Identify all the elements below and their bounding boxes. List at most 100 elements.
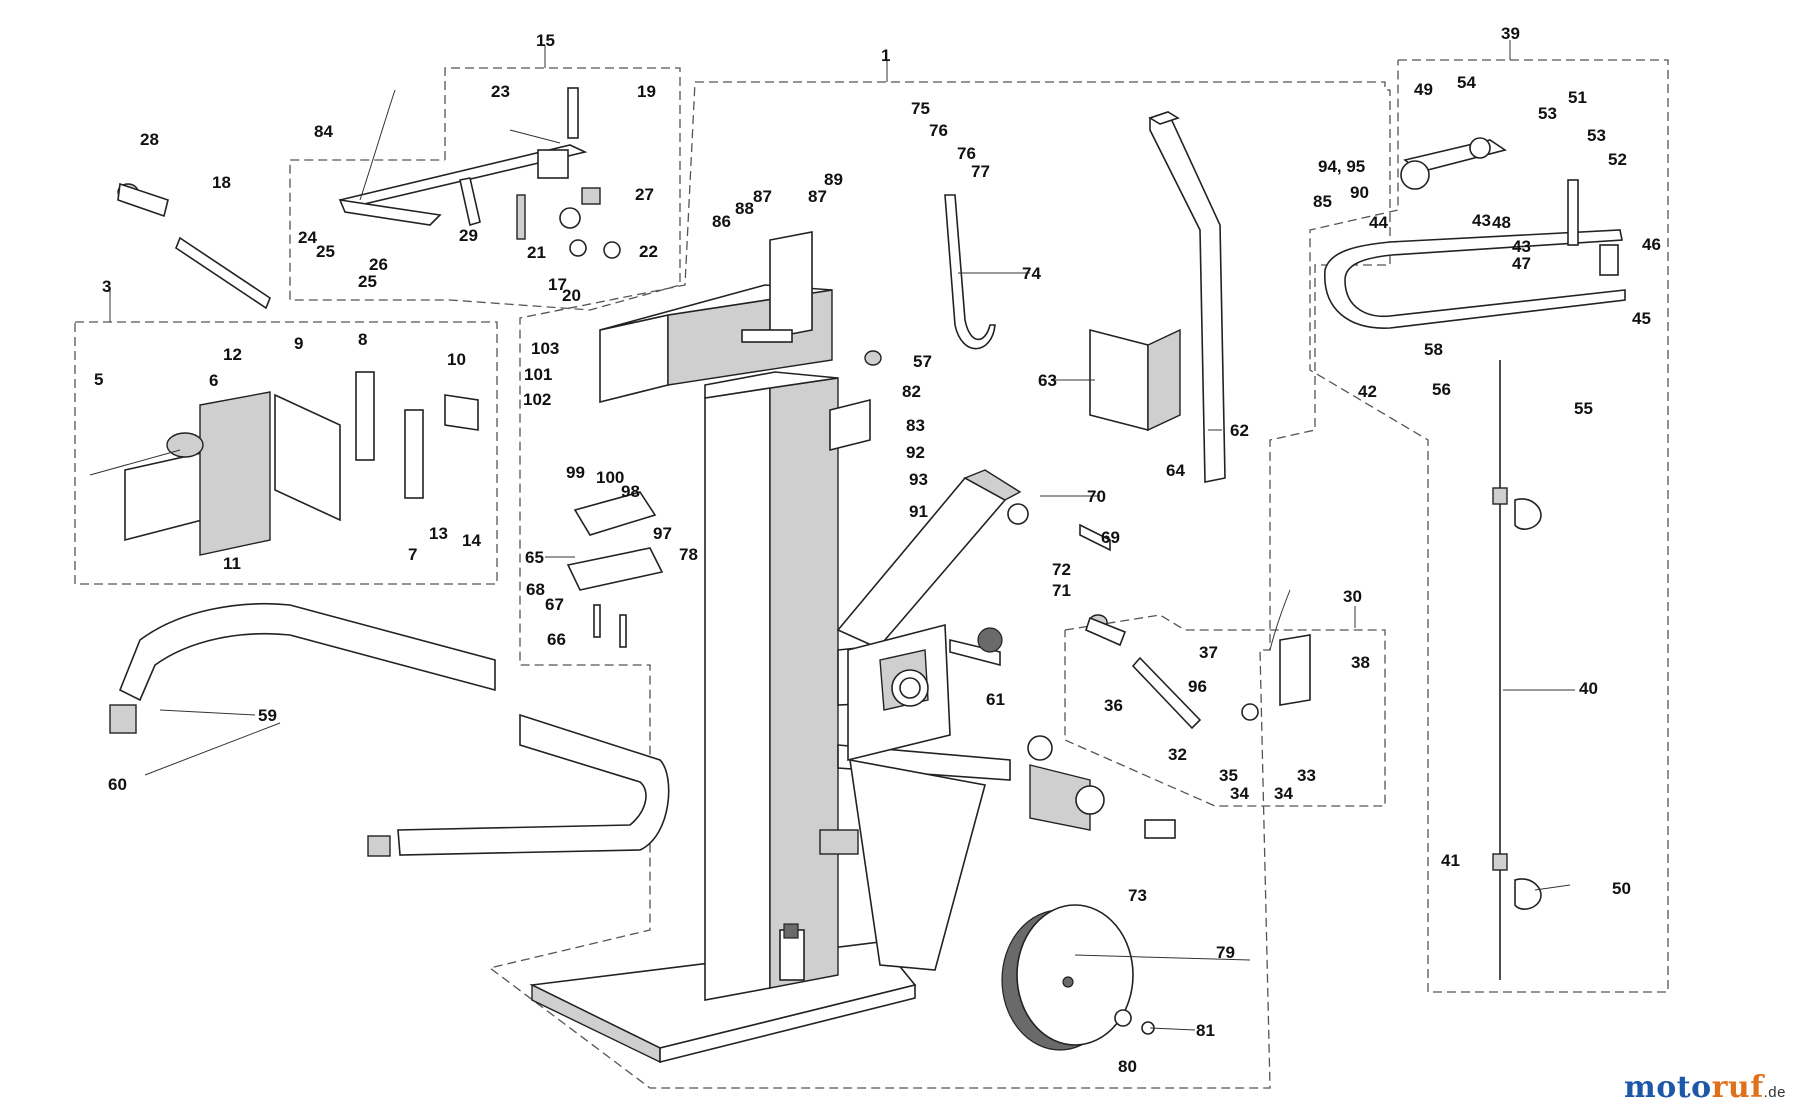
callout: 38: [1351, 653, 1370, 672]
callout: 14: [462, 531, 481, 550]
callout: 34: [1230, 784, 1249, 803]
callout: 49: [1414, 80, 1433, 99]
callout: 57: [913, 352, 932, 371]
logo-tld: .de: [1763, 1084, 1786, 1101]
callout: 15: [536, 31, 555, 50]
callout: 83: [906, 416, 925, 435]
callout: 61: [986, 690, 1005, 709]
callout: 5: [94, 370, 103, 389]
callout: 19: [637, 82, 656, 101]
callout: 70: [1087, 487, 1106, 506]
callout: 37: [1199, 643, 1218, 662]
callout: 76: [929, 121, 948, 140]
callout: 26: [369, 255, 388, 274]
tube-frame: [109, 602, 670, 857]
callout: 80: [1118, 1057, 1137, 1076]
callout: 39: [1501, 24, 1520, 43]
callout: 29: [459, 226, 478, 245]
callout: 21: [527, 243, 546, 262]
callout: 98: [621, 482, 640, 501]
crosstube-frame: [1324, 137, 1626, 980]
callout: 45: [1632, 309, 1651, 328]
callout: 46: [1642, 235, 1661, 254]
callout: 27: [635, 185, 654, 204]
callout: 100: [596, 468, 624, 487]
callout: 71: [1052, 581, 1071, 600]
callout: 96: [1188, 677, 1207, 696]
callout: 32: [1168, 745, 1187, 764]
callout: 76: [957, 144, 976, 163]
callout: 59: [258, 706, 277, 725]
callout: 20: [562, 286, 581, 305]
callout: 33: [1297, 766, 1316, 785]
callout: 10: [447, 350, 466, 369]
callout: 53: [1538, 104, 1557, 123]
callout: 6: [209, 371, 218, 390]
logo-part-b: ruf: [1711, 1070, 1764, 1105]
callout: 89: [824, 170, 843, 189]
callout: 48: [1492, 213, 1511, 232]
site-logo: motoruf.de: [1624, 1070, 1786, 1105]
hook: [944, 194, 996, 350]
callout: 103: [531, 339, 559, 358]
group-outlines: [74, 59, 1669, 1089]
callout: 64: [1166, 461, 1185, 480]
callout: 51: [1568, 88, 1587, 107]
callout: 85: [1313, 192, 1332, 211]
callout: 43: [1512, 237, 1531, 256]
handle-bar: [117, 182, 271, 310]
callout: 30: [1343, 587, 1362, 606]
callout: 88: [735, 199, 754, 218]
callout: 12: [223, 345, 242, 364]
callout: 82: [902, 382, 921, 401]
callout: 35: [1219, 766, 1238, 785]
callout: 43: [1472, 211, 1491, 230]
callout: 9: [294, 334, 303, 353]
lever-assembly: [338, 87, 621, 259]
callout: 1: [881, 46, 890, 65]
callout: 66: [547, 630, 566, 649]
callout: 73: [1128, 886, 1147, 905]
callout: 63: [1038, 371, 1057, 390]
callout: 87: [753, 187, 772, 206]
callout: 86: [712, 212, 731, 231]
callout: 84: [314, 122, 333, 141]
hardware: [566, 350, 1176, 855]
callout: 8: [358, 330, 367, 349]
callout: 7: [408, 545, 417, 564]
callout: 94, 95: [1318, 157, 1365, 176]
callout: 102: [523, 390, 551, 409]
callout: 58: [1424, 340, 1443, 359]
callout: 87: [808, 187, 827, 206]
wheel: [1001, 904, 1155, 1051]
callout: 3: [102, 277, 111, 296]
callout: 25: [316, 242, 335, 261]
callout: 68: [526, 580, 545, 599]
callout: 99: [566, 463, 585, 482]
callout: 69: [1101, 528, 1120, 547]
callout: 55: [1574, 399, 1593, 418]
callout: 54: [1457, 73, 1476, 92]
callout: 97: [653, 524, 672, 543]
callout: 44: [1369, 213, 1388, 232]
callout: 93: [909, 470, 928, 489]
callout: 11: [223, 554, 241, 573]
callout: 56: [1432, 380, 1451, 399]
angle-bracket: [1089, 328, 1181, 432]
lever-small: [1085, 589, 1311, 730]
callouts: 1 3 5 6 7 8 9 10 11 12 13 14 15 17 18 19…: [94, 24, 1661, 1076]
callout: 13: [429, 524, 448, 543]
callout: 75: [911, 99, 930, 118]
callout: 101: [524, 365, 552, 384]
callout: 18: [212, 173, 231, 192]
callout: 90: [1350, 183, 1369, 202]
callout: 79: [1216, 943, 1235, 962]
callout: 62: [1230, 421, 1249, 440]
callout: 41: [1441, 851, 1460, 870]
callout: 24: [298, 228, 317, 247]
mount-plate: [89, 371, 479, 556]
callout: 47: [1512, 254, 1531, 273]
callout: 65: [525, 548, 544, 567]
callout: 40: [1579, 679, 1598, 698]
